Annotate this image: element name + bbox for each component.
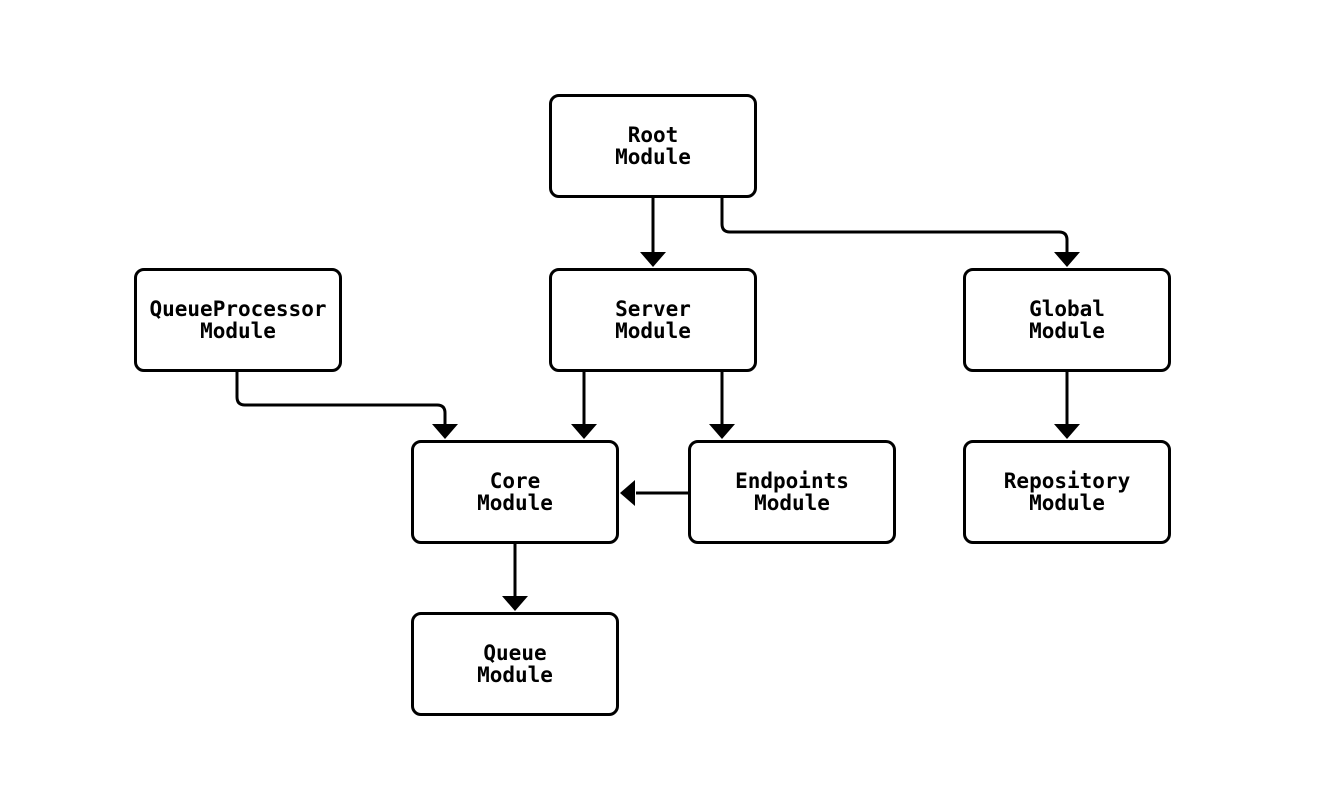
- arrowhead-down-icon: [1054, 424, 1080, 439]
- node-label-line1: Root: [627, 123, 679, 147]
- edge-root-module-to-global-module: [720, 198, 1080, 267]
- node-label-line1: Server: [615, 297, 691, 321]
- edge-endpoints-module-to-core-module: [620, 480, 688, 506]
- node-label-line1: QueueProcessor: [149, 297, 327, 321]
- node-label-line1: Queue: [483, 641, 547, 665]
- node-label-line1: Endpoints: [735, 469, 849, 493]
- node-global-module: Global Module: [963, 268, 1171, 372]
- arrowhead-down-icon: [1054, 252, 1080, 267]
- arrowhead-down-icon: [709, 424, 735, 439]
- node-queueprocessor-module: QueueProcessor Module: [134, 268, 342, 372]
- node-endpoints-module: Endpoints Module: [688, 440, 896, 544]
- edge-queueprocessor-module-to-core-module: [235, 372, 458, 439]
- edge-server-module-to-core-module: [571, 372, 597, 439]
- edge-global-module-to-repository-module: [1054, 372, 1080, 439]
- node-root-module: Root Module: [549, 94, 757, 198]
- node-label-line2: Module: [615, 145, 691, 169]
- node-queue-module: Queue Module: [411, 612, 619, 716]
- arrowhead-down-icon: [432, 424, 458, 439]
- edge-core-module-to-queue-module: [502, 544, 528, 611]
- node-label-line2: Module: [477, 491, 553, 515]
- edge-server-module-to-endpoints-module: [709, 372, 735, 439]
- node-label-line1: Repository: [1003, 469, 1131, 493]
- node-label-line2: Module: [1029, 319, 1105, 343]
- arrowhead-down-icon: [502, 596, 528, 611]
- arrowhead-left-icon: [620, 480, 635, 506]
- arrowhead-down-icon: [640, 252, 666, 267]
- node-repository-module: Repository Module: [963, 440, 1171, 544]
- node-label-line2: Module: [1029, 491, 1105, 515]
- node-label-line2: Module: [477, 663, 553, 687]
- edge-root-module-to-server-module: [640, 198, 666, 267]
- node-label-line1: Global: [1029, 297, 1105, 321]
- node-server-module: Server Module: [549, 268, 757, 372]
- node-label-line1: Core: [489, 469, 541, 493]
- arrowhead-down-icon: [571, 424, 597, 439]
- node-core-module: Core Module: [411, 440, 619, 544]
- node-label-line2: Module: [754, 491, 830, 515]
- node-label-line2: Module: [200, 319, 276, 343]
- node-label-line2: Module: [615, 319, 691, 343]
